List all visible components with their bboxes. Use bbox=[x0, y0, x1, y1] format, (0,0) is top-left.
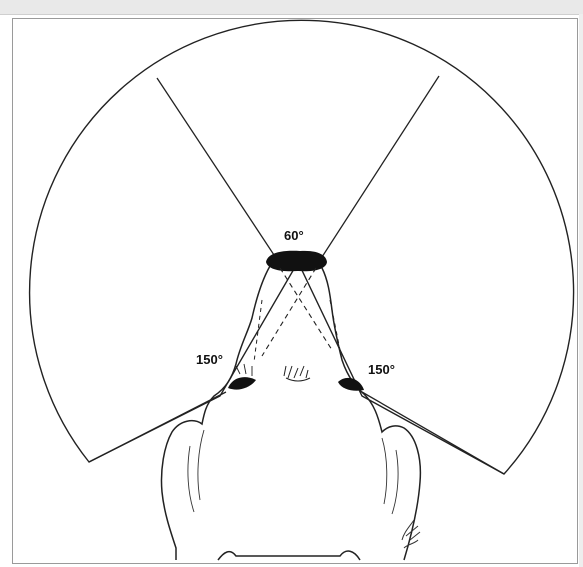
forelock-sketch bbox=[284, 366, 310, 381]
right-field-boundary bbox=[362, 392, 504, 474]
right-eye bbox=[338, 378, 364, 391]
binocular-boundary-right bbox=[322, 76, 439, 257]
left-eye bbox=[228, 377, 256, 389]
left-ear-detail bbox=[188, 430, 204, 512]
left-field-boundary bbox=[89, 392, 226, 462]
binocular-boundary-left bbox=[157, 78, 276, 258]
horse-head-outline bbox=[161, 266, 420, 560]
right-ear-detail bbox=[382, 438, 398, 514]
right-angle-label: 150° bbox=[368, 362, 395, 377]
front-angle-label: 60° bbox=[284, 228, 304, 243]
left-eye-lashes bbox=[236, 364, 252, 376]
visual-field-arc bbox=[30, 20, 574, 474]
left-angle-label: 150° bbox=[196, 352, 223, 367]
muzzle bbox=[266, 251, 327, 271]
